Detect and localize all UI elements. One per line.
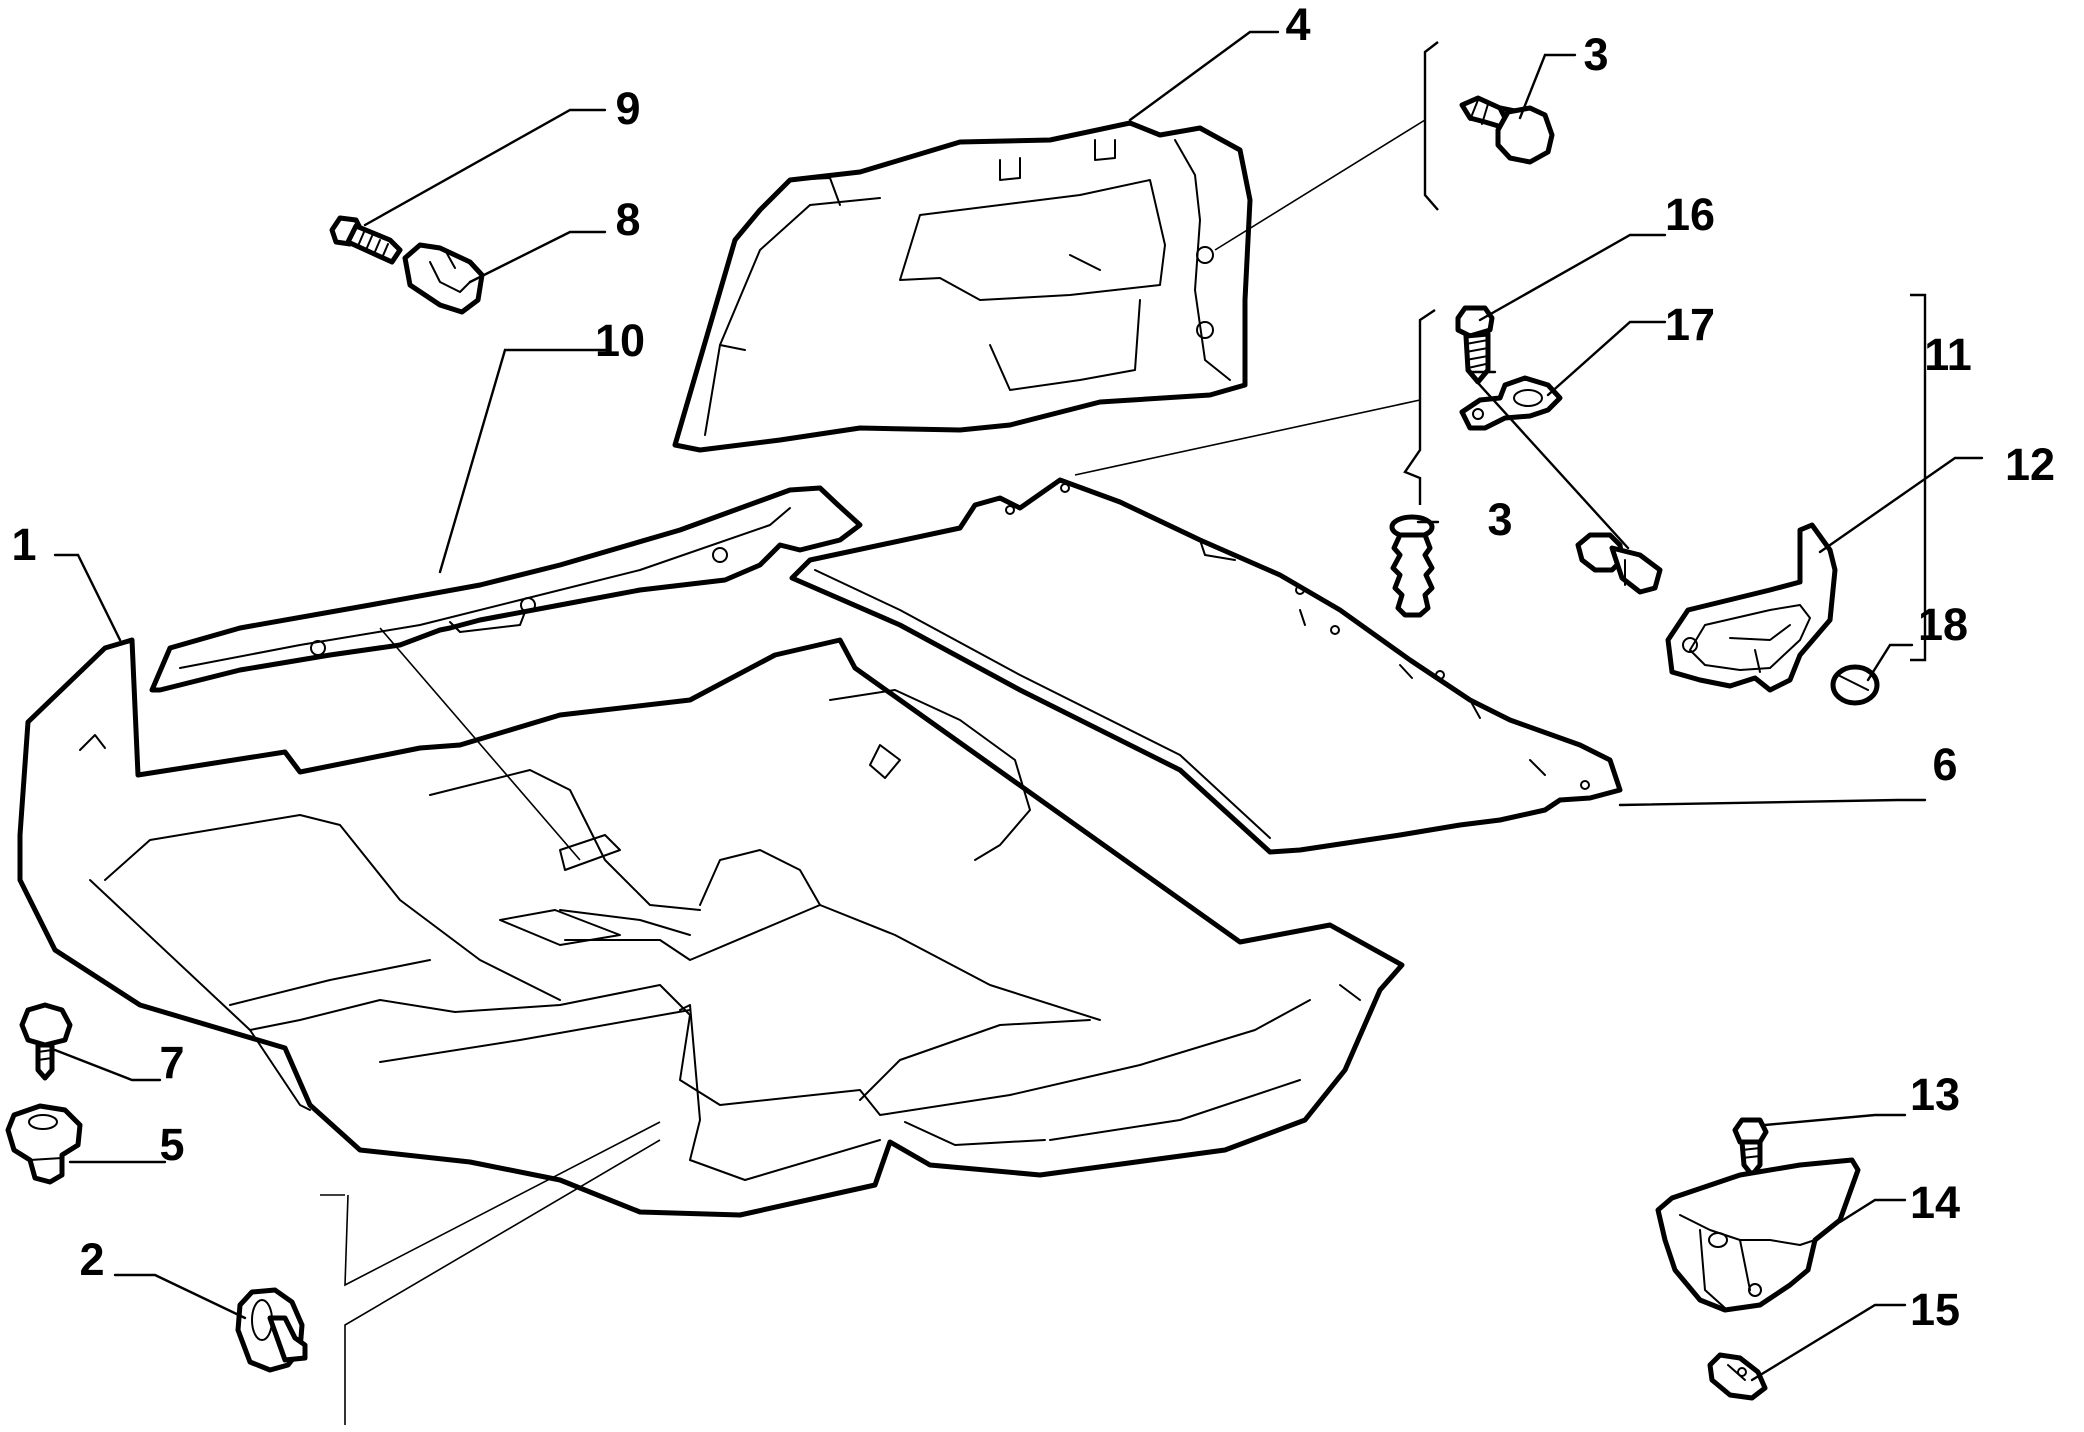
part-9-screw[interactable] xyxy=(329,215,403,265)
part-2-push-pin[interactable] xyxy=(235,1287,308,1373)
callout-10: 10 xyxy=(595,315,645,366)
part-15-clip-nut[interactable] xyxy=(1707,1352,1768,1401)
callout-5: 5 xyxy=(159,1119,184,1170)
callout-3-middle: 3 xyxy=(1487,494,1512,545)
callout-3-top: 3 xyxy=(1583,29,1608,80)
assembly-guides xyxy=(320,41,1927,1425)
part-5-grommet[interactable] xyxy=(5,1103,83,1185)
callout-labels: 4 3 9 8 10 16 17 3 11 12 18 1 6 7 5 2 13… xyxy=(11,0,2055,1335)
part-3-push-clip-top[interactable] xyxy=(1459,95,1555,165)
part-13-screw[interactable] xyxy=(1732,1117,1769,1178)
callout-14: 14 xyxy=(1910,1177,1960,1228)
part-10-trim-strip[interactable] xyxy=(149,485,863,693)
part-16-bolt[interactable] xyxy=(1455,305,1495,385)
callout-7: 7 xyxy=(159,1037,184,1088)
callout-15: 15 xyxy=(1910,1284,1960,1335)
callout-4: 4 xyxy=(1285,0,1310,50)
callout-11: 11 xyxy=(1924,329,1972,380)
callout-2: 2 xyxy=(79,1234,104,1285)
leader-lines xyxy=(53,30,1984,1382)
part-3-fir-tree-clip[interactable] xyxy=(1389,514,1435,618)
callout-13: 13 xyxy=(1910,1069,1960,1120)
callout-16: 16 xyxy=(1665,189,1715,240)
part-18-cap[interactable] xyxy=(1830,664,1880,706)
part-12-bracket[interactable] xyxy=(1665,522,1838,693)
callout-6: 6 xyxy=(1932,739,1957,790)
part-14-cover[interactable] xyxy=(1655,1157,1861,1313)
part-11-clip[interactable] xyxy=(1575,532,1663,595)
part-7-fastener[interactable] xyxy=(19,1002,73,1081)
part-6-rear-floor-panel[interactable] xyxy=(789,477,1623,855)
callout-12: 12 xyxy=(2005,439,2055,490)
callout-1: 1 xyxy=(11,519,36,570)
callout-17: 17 xyxy=(1665,299,1715,350)
callout-8: 8 xyxy=(615,194,640,245)
part-17-eyelet[interactable] xyxy=(1459,375,1563,431)
callout-18: 18 xyxy=(1918,599,1968,650)
callout-9: 9 xyxy=(615,83,640,134)
part-4-side-trim-panel[interactable] xyxy=(672,120,1253,453)
part-8-clip[interactable] xyxy=(402,242,485,315)
part-1-floor-carpet[interactable] xyxy=(17,637,1405,1218)
